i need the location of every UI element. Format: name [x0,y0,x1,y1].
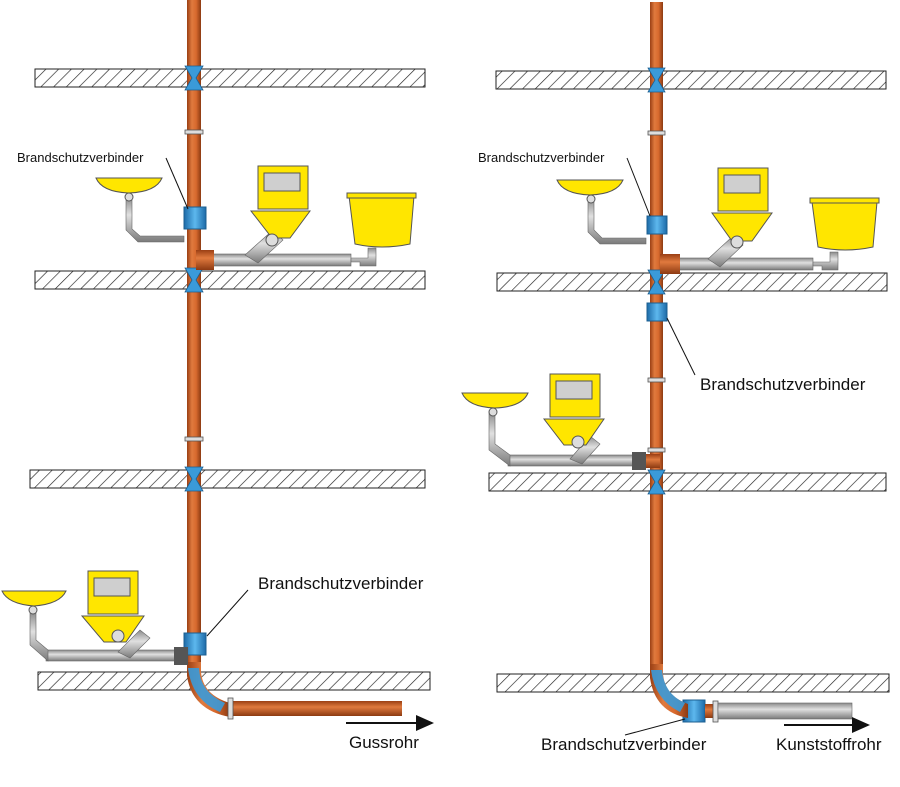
wash-basin-icon [95,177,163,202]
fire-connector [183,632,207,656]
floor-slab [496,272,888,292]
drain-stack-pipe [187,0,201,662]
slab-penetration [647,67,666,495]
connector-label: Brandschutzverbinder [258,574,424,593]
branch-upper [125,196,377,270]
branch-lower [29,611,188,665]
sink-icon [346,192,417,248]
branch-upper [587,197,839,274]
toilet-icon [249,165,311,247]
outlet-pipe [230,701,402,716]
floor-slab [488,472,887,492]
connector-label: Brandschutzverbinder [700,375,866,394]
floor-slab [34,68,426,88]
branch-middle [488,411,660,470]
wash-basin-icon [556,179,624,204]
outlet-pipe [717,702,853,720]
floor-slab [29,469,426,489]
wash-basin-icon [461,392,529,417]
connector-label: Brandschutzverbinder [541,735,707,754]
slab-penetration [184,65,204,492]
fire-connector [646,302,668,322]
toilet-icon [542,373,605,449]
toilet-icon [80,570,145,643]
connector-label: Brandschutzverbinder [478,150,605,165]
left-building: Brandschutzverbinder Brandschutzverbinde… [1,0,434,752]
connector-label: Brandschutzverbinder [17,150,144,165]
outlet-label-plastic: Kunststoffrohr [776,735,882,754]
wash-basin-icon [1,590,67,615]
right-building: Brandschutzverbinder Brandschutzverbinde… [461,2,890,754]
floor-slab [495,70,887,90]
fire-connector [646,215,668,235]
fire-connector [183,206,207,230]
drain-stack-pipe [650,2,663,664]
floor-slab [34,270,426,290]
sink-icon [809,197,880,251]
floor-slab [496,673,890,693]
outlet-label-cast-iron: Gussrohr [349,733,419,752]
toilet-icon [711,167,773,249]
floor-slab [37,671,431,691]
